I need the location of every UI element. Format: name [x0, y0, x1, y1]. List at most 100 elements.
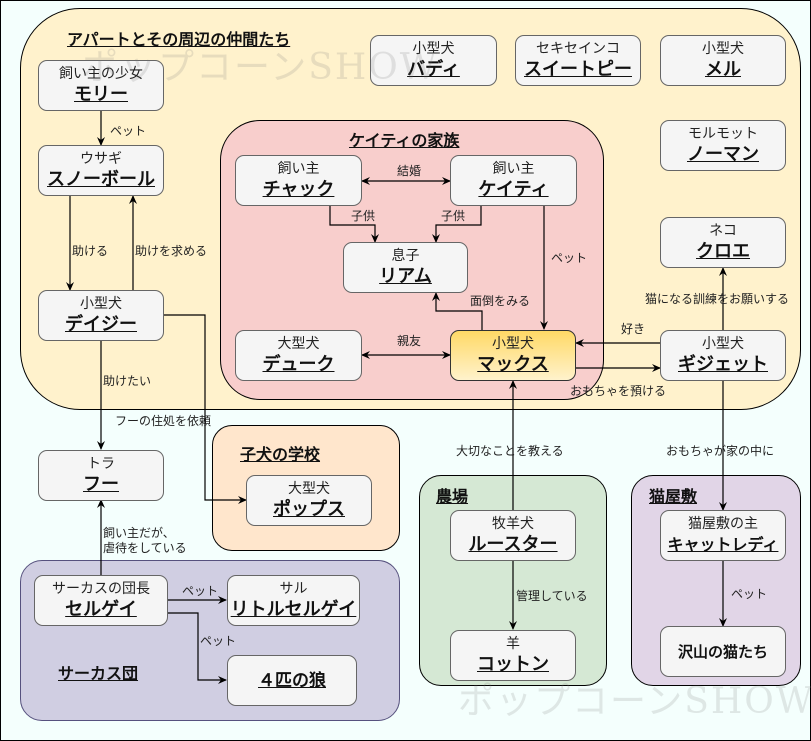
edge-label-daisy-pops: フーの住処を依頼 — [115, 414, 212, 428]
edge-label-gidget-max: 好き — [621, 322, 646, 336]
node-name: バディ — [407, 58, 460, 80]
node-hu[interactable]: トラ フー — [38, 450, 164, 501]
node-gidget[interactable]: 小型犬 ギジェット — [660, 330, 786, 381]
node-liam[interactable]: 息子 リアム — [343, 242, 468, 293]
node-name: クロエ — [696, 240, 750, 262]
node-name: ポップス — [273, 498, 345, 520]
node-role: 小型犬 — [492, 335, 534, 352]
node-name: デイジー — [65, 313, 137, 335]
group-title-cathouse: 猫屋敷 — [649, 487, 698, 506]
node-name: デューク — [262, 353, 335, 375]
node-name: スイートピー — [524, 58, 632, 80]
group-title-school: 子犬の学校 — [240, 445, 321, 464]
edge-label-catlady-cats: ペット — [731, 587, 768, 601]
edge-label-duke-max: 親友 — [397, 334, 422, 348]
edge-label-chuck-katie: 結婚 — [397, 164, 422, 178]
node-mel[interactable]: 小型犬 メル — [660, 35, 786, 86]
group-title-farm: 農場 — [436, 487, 469, 506]
group-title-circus: サーカス団 — [58, 664, 139, 683]
node-name: ノーマン — [687, 143, 759, 165]
edge-label-daisy-hu: 助けたい — [103, 374, 152, 388]
node-name: フー — [83, 473, 119, 495]
node-chuck[interactable]: 飼い主 チャック — [235, 155, 362, 206]
node-molly[interactable]: 飼い主の少女 モリー — [38, 60, 164, 111]
edge-label-katie-liam: 子供 — [441, 209, 466, 223]
edge-label-katie-max: ペット — [551, 251, 588, 265]
edge-label-sergei-hu-line1: 飼い主だが、 — [103, 526, 175, 540]
edge-label-sergei-littlesergei: ペット — [182, 584, 219, 598]
edge-label-sergei-hu-line2: 虐待をしている — [103, 541, 187, 555]
node-name: モリー — [74, 83, 128, 105]
edge-sergei-wolves — [168, 612, 227, 684]
edge-label-daisy-snowball: 助けを求める — [135, 244, 208, 258]
node-name: 沢山の猫たち — [677, 642, 768, 661]
node-name: ケイティ — [478, 178, 549, 200]
node-role: ウサギ — [80, 150, 122, 167]
edge-label-rooster-cotton: 管理している — [516, 589, 588, 603]
node-role: モルモット — [688, 125, 758, 142]
node-name: マックス — [477, 353, 549, 375]
node-littlesergei[interactable]: サル リトルセルゲイ — [227, 575, 360, 626]
node-katie[interactable]: 飼い主 ケイティ — [450, 155, 577, 206]
node-name: ４匹の狼 — [258, 670, 326, 691]
node-role: 小型犬 — [80, 295, 122, 312]
edge-daisy-pops — [163, 314, 247, 504]
node-role: 飼い主の少女 — [59, 65, 143, 82]
edge-label-gidget-chloe: 猫になる訓練をお願いする — [645, 292, 790, 306]
node-name: メル — [705, 58, 741, 80]
node-role: サル — [279, 580, 308, 597]
node-duke[interactable]: 大型犬 デューク — [235, 330, 362, 381]
node-rooster[interactable]: 牧羊犬 ルースター — [450, 510, 576, 561]
node-name: キャットレディ — [667, 534, 779, 554]
edge-label-max-gidget: おもちゃを預ける — [570, 384, 667, 398]
edge-label-sergei-wolves: ペット — [200, 634, 237, 648]
group-title-family: ケイティの家族 — [349, 131, 460, 150]
node-role: 息子 — [391, 247, 420, 264]
node-role: 飼い主 — [492, 160, 535, 177]
node-buddy[interactable]: 小型犬 バディ — [370, 35, 497, 86]
node-name: コットン — [477, 653, 549, 675]
edge-label-max-liam: 面倒をみる — [470, 294, 531, 308]
node-role: トラ — [87, 455, 115, 472]
node-sweetpea[interactable]: セキセインコ スイートピー — [515, 35, 641, 86]
edge-chuck-liam — [329, 206, 379, 243]
node-role: 飼い主 — [277, 160, 320, 177]
node-name: セルゲイ — [65, 598, 137, 620]
node-name: ギジェット — [678, 353, 768, 375]
node-catlady[interactable]: 猫屋敷の主 キャットレディ — [660, 510, 786, 561]
node-cotton[interactable]: 羊 コットン — [450, 630, 576, 681]
node-cats[interactable]: 沢山の猫たち — [660, 626, 786, 677]
node-wolves[interactable]: ４匹の狼 — [227, 655, 357, 706]
node-name: ルースター — [468, 533, 558, 555]
node-norman[interactable]: モルモット ノーマン — [660, 120, 786, 171]
node-role: 牧羊犬 — [492, 515, 534, 532]
edge-label-molly-snowball: ペット — [110, 124, 147, 138]
node-max[interactable]: 小型犬 マックス — [450, 330, 576, 381]
node-pops[interactable]: 大型犬 ポップス — [246, 475, 372, 526]
node-role: ネコ — [709, 222, 737, 239]
node-chloe[interactable]: ネコ クロエ — [660, 217, 786, 268]
edge-label-chuck-liam: 子供 — [351, 209, 376, 223]
node-role: サーカスの団長 — [52, 580, 150, 597]
node-role: 小型犬 — [412, 40, 455, 57]
node-name: チャック — [262, 178, 335, 200]
edge-katie-liam — [432, 206, 482, 243]
node-snowball[interactable]: ウサギ スノーボール — [38, 145, 164, 196]
edge-label-rooster-max: 大切なことを教える — [456, 444, 564, 458]
node-daisy[interactable]: 小型犬 デイジー — [38, 290, 164, 341]
group-title-apartment: アパートとその周辺の仲間たち — [67, 30, 291, 49]
node-name: リアム — [379, 265, 432, 287]
node-role: セキセインコ — [536, 40, 620, 57]
node-role: 大型犬 — [288, 480, 330, 497]
node-name: スノーボール — [47, 168, 155, 190]
node-role: 小型犬 — [702, 335, 744, 352]
node-role: 羊 — [506, 635, 520, 652]
node-sergei[interactable]: サーカスの団長 セルゲイ — [34, 575, 168, 626]
node-role: 大型犬 — [277, 335, 320, 352]
node-name: リトルセルゲイ — [230, 598, 357, 620]
edge-max-liam — [432, 292, 483, 330]
edge-label-snowball-daisy: 助ける — [72, 244, 109, 258]
edge-label-gidget-catlady: おもちゃが家の中に — [666, 444, 775, 458]
node-role: 小型犬 — [702, 40, 744, 57]
